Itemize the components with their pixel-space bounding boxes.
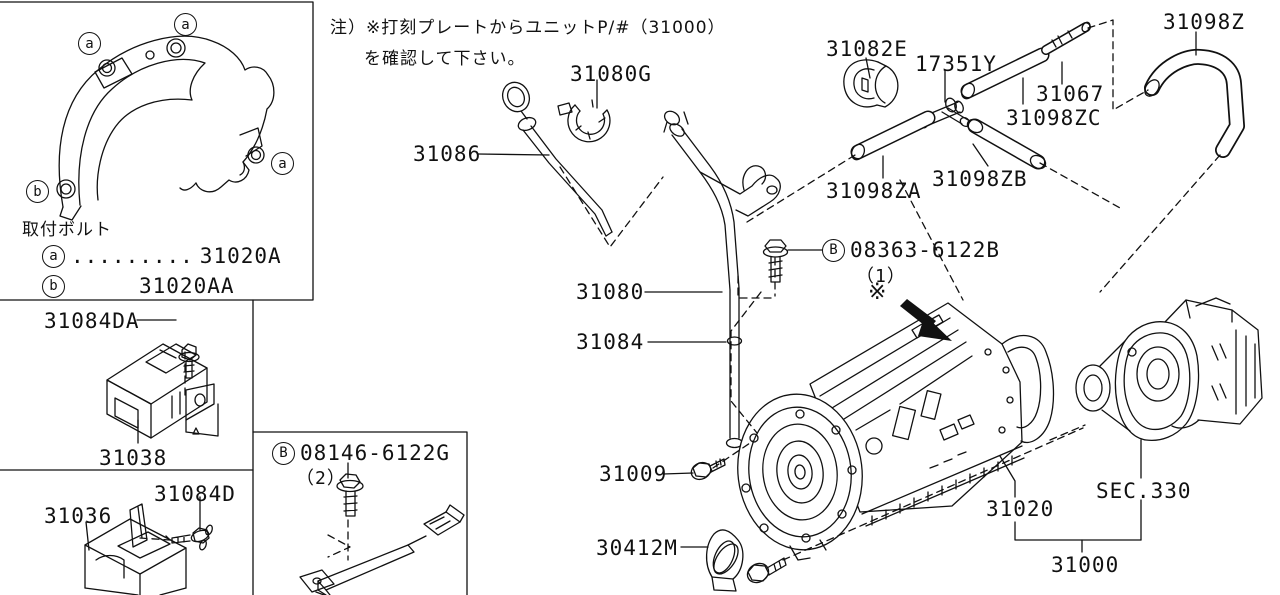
note-line-2: を確認して下さい。 bbox=[364, 49, 526, 69]
part-label-31009: 31009 bbox=[599, 462, 668, 486]
part-label-31082E: 31082E bbox=[826, 37, 908, 61]
marker-a-icon: a bbox=[42, 244, 65, 268]
inset-box-borders bbox=[0, 1, 468, 595]
bolt-31009-drawing bbox=[662, 458, 726, 481]
legend-row-a: a ......... 31020A bbox=[42, 244, 282, 268]
legend-row-b: b 31020AA bbox=[42, 274, 235, 298]
bolt-transfer-drawing bbox=[746, 557, 787, 584]
part-label-17351Y: 17351Y bbox=[915, 52, 997, 76]
gusset-bracket-drawing bbox=[56, 35, 275, 221]
part-label-31086: 31086 bbox=[413, 142, 482, 166]
hose-31098Z bbox=[1144, 31, 1245, 158]
part-label-31084: 31084 bbox=[576, 330, 645, 354]
part-label-31084DA: 31084DA bbox=[44, 309, 140, 333]
transfer-case-drawing bbox=[1075, 297, 1263, 442]
part-label-31036: 31036 bbox=[44, 504, 113, 528]
clip-drawing bbox=[843, 59, 899, 108]
control-unit-31036-drawing bbox=[84, 496, 213, 595]
stamp-plate-asterisk: ※ bbox=[868, 280, 888, 305]
part-label-31080G: 31080G bbox=[570, 62, 652, 86]
marker-b-icon: b bbox=[26, 180, 49, 203]
legend-title: 取付ボルト bbox=[22, 220, 112, 240]
legend-part-number: 31020A bbox=[199, 244, 282, 268]
part-label-31098Z: 31098Z bbox=[1163, 10, 1245, 34]
part-label-31098ZB: 31098ZB bbox=[932, 167, 1028, 191]
marker-b-icon: b bbox=[42, 274, 65, 298]
bolt-qty: （1） bbox=[856, 266, 906, 287]
dipstick-drawing bbox=[501, 79, 613, 237]
part-label-31080: 31080 bbox=[576, 280, 645, 304]
part-label-31038: 31038 bbox=[99, 446, 168, 470]
part-label-31067: 31067 bbox=[1036, 82, 1105, 106]
tube-31098ZC bbox=[960, 47, 1050, 100]
control-unit-31038-drawing bbox=[106, 319, 219, 444]
part-label-30412M: 30412M bbox=[596, 536, 678, 560]
part-label-31000: 31000 bbox=[1051, 553, 1120, 577]
section-ref-label: SEC.330 bbox=[1096, 479, 1192, 503]
hose-clamp-drawing bbox=[557, 99, 611, 143]
marker-B-icon: B bbox=[272, 441, 295, 465]
part-label-31098ZC: 31098ZC bbox=[1006, 106, 1102, 130]
dashed-reference-lines bbox=[139, 19, 1221, 561]
fitting-31067 bbox=[1041, 21, 1091, 85]
marker-a-icon: a bbox=[271, 152, 294, 175]
marker-B-icon: B bbox=[822, 238, 845, 262]
bolt-callout-08146: B 08146-6122G bbox=[272, 441, 450, 465]
pointer-arrow bbox=[900, 299, 952, 341]
note-line-1: 注）※打刻プレートからユニットP/#（31000） bbox=[330, 18, 726, 38]
bolt-code: 08146-6122G bbox=[300, 441, 451, 465]
filler-tube-drawing bbox=[663, 110, 781, 449]
bolt-callout-08363: B 08363-6122B bbox=[822, 238, 1000, 262]
part-label-31098ZA: 31098ZA bbox=[826, 179, 922, 203]
leader-lines bbox=[85, 57, 1142, 553]
bolt-qty: （2） bbox=[296, 468, 346, 489]
part-label-31020: 31020 bbox=[986, 497, 1055, 521]
legend-part-number: 31020AA bbox=[139, 274, 235, 298]
transmission-drawing bbox=[737, 302, 1055, 561]
part-label-31084D: 31084D bbox=[154, 482, 236, 506]
bolt-code: 08363-6122B bbox=[850, 238, 1001, 262]
sensor-08146-drawing bbox=[299, 462, 465, 595]
tube-31098ZA bbox=[850, 110, 936, 161]
bolt-08363-drawing bbox=[762, 239, 832, 283]
marker-a-icon: a bbox=[174, 13, 197, 36]
legend-dots: ......... bbox=[71, 244, 194, 268]
cover-30412M-drawing bbox=[680, 529, 744, 592]
marker-a-icon: a bbox=[78, 32, 101, 55]
